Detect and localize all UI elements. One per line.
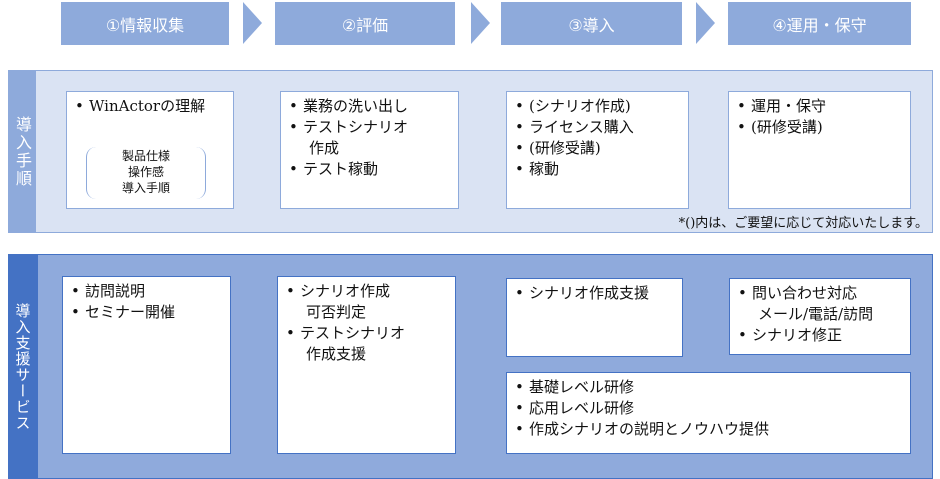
arrow-icon <box>243 2 262 44</box>
list-item: 作成シナリオの説明とノウハウ提供 <box>513 419 904 440</box>
list-item: テストシナリオ <box>287 117 452 138</box>
detail-bracket: 製品仕様 操作感 導入手順 <box>86 147 206 199</box>
list-item: 訪問説明 <box>69 281 224 302</box>
detail-item: 導入手順 <box>121 181 170 195</box>
support-box-4: 問い合わせ対応 メール/電話/訪問 シナリオ修正 <box>729 278 911 355</box>
support-box-training: 基礎レベル研修 応用レベル研修 作成シナリオの説明とノウハウ提供 <box>506 372 911 454</box>
support-label: 導入支援サービス <box>8 254 38 479</box>
list-item: シナリオ作成 <box>284 281 449 302</box>
procedure-box-3: (シナリオ作成) ライセンス購入 (研修受講) 稼動 <box>506 91 689 209</box>
procedure-box-4: 運用・保守 (研修受講) <box>728 91 911 209</box>
list-item: 運用・保守 <box>735 96 904 117</box>
support-box-3: シナリオ作成支援 <box>506 278 683 357</box>
procedure-box-2: 業務の洗い出し テストシナリオ 作成 テスト稼動 <box>280 91 459 209</box>
list-item: WinActorの理解 <box>73 96 227 117</box>
list-item: (研修受講) <box>735 117 904 138</box>
list-item-cont: 作成 <box>309 139 340 157</box>
support-box-2: シナリオ作成 可否判定 テストシナリオ 作成支援 <box>277 276 456 454</box>
list-item: 稼動 <box>513 159 682 180</box>
step-evaluation: ②評価 <box>275 2 455 45</box>
list-item: テストシナリオ <box>284 323 449 344</box>
list-item-cont: 作成支援 <box>306 345 367 363</box>
arrow-icon <box>471 2 490 44</box>
step-operation: ④運用・保守 <box>728 2 911 45</box>
list-item: 応用レベル研修 <box>513 398 904 419</box>
list-item: 問い合わせ対応 <box>736 283 904 304</box>
step-introduction: ③導入 <box>501 2 682 45</box>
list-item: シナリオ修正 <box>736 325 904 346</box>
list-item: 基礎レベル研修 <box>513 377 904 398</box>
detail-item: 製品仕様 <box>121 149 170 163</box>
list-item: テスト稼動 <box>287 159 452 180</box>
footnote: *()内は、ご要望に応じて対応いたします。 <box>678 216 928 231</box>
list-item: ライセンス購入 <box>513 117 682 138</box>
list-item-cont: メール/電話/訪問 <box>758 305 874 323</box>
step-info-gathering: ①情報収集 <box>61 2 229 45</box>
list-item-cont: 可否判定 <box>306 303 367 321</box>
list-item: セミナー開催 <box>69 302 224 323</box>
list-item: (シナリオ作成) <box>513 96 682 117</box>
detail-item: 操作感 <box>127 165 164 179</box>
list-item: シナリオ作成支援 <box>513 283 676 304</box>
arrow-icon <box>696 2 715 44</box>
procedure-label: 導入手順 <box>8 70 36 233</box>
list-item: 業務の洗い出し <box>287 96 452 117</box>
support-box-1: 訪問説明 セミナー開催 <box>62 276 231 454</box>
list-item: (研修受講) <box>513 138 682 159</box>
